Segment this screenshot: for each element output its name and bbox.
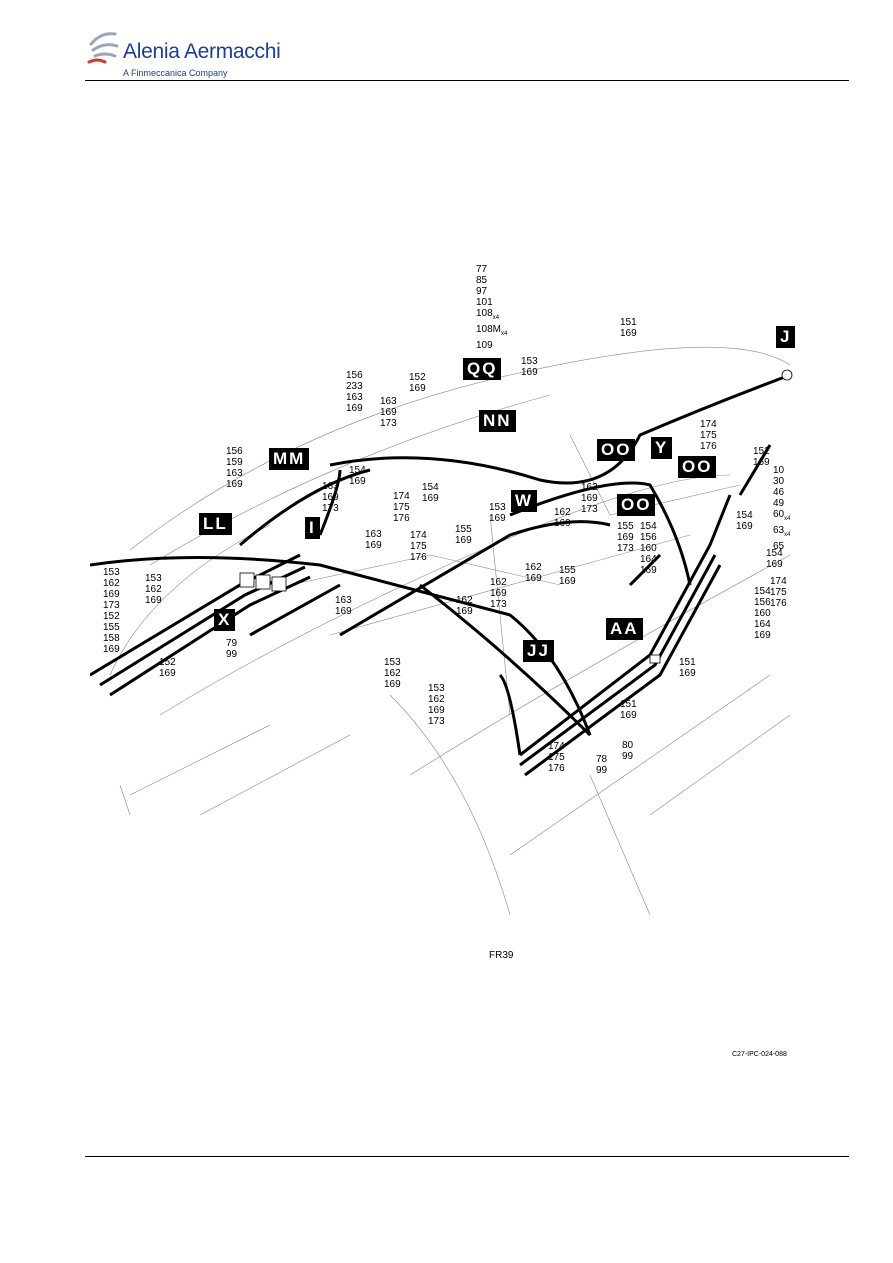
view-badge-w: W bbox=[511, 490, 538, 512]
view-badge-oo-2: OO bbox=[678, 456, 717, 478]
view-badge-nn: NN bbox=[479, 410, 516, 432]
view-badge-i: I bbox=[305, 517, 320, 539]
view-badge-oo-3: OO bbox=[617, 494, 656, 516]
company-logo: Alenia Aermacchi A Finmeccanica Company bbox=[85, 22, 285, 82]
view-badge-aa: AA bbox=[606, 618, 643, 640]
view-badge-y: Y bbox=[651, 437, 673, 459]
view-badge-x: X bbox=[214, 609, 236, 631]
frame-label: FR39 bbox=[489, 950, 514, 961]
view-badge-oo: OO bbox=[597, 439, 636, 461]
view-badge-jj: JJ bbox=[523, 640, 554, 662]
view-badge-j: J bbox=[776, 326, 796, 348]
harness-drawing bbox=[90, 346, 793, 916]
logo-mark-icon bbox=[87, 32, 119, 64]
company-name: Alenia Aermacchi bbox=[123, 40, 281, 63]
header-rule bbox=[85, 80, 849, 81]
view-badge-ll: LL bbox=[199, 513, 232, 535]
view-badge-mm: MM bbox=[269, 448, 310, 470]
view-badge-qq: QQ bbox=[463, 358, 502, 380]
footer-rule bbox=[85, 1156, 849, 1157]
figure-reference: C27-IPC-024-088 bbox=[732, 1051, 787, 1058]
company-subtitle: A Finmeccanica Company bbox=[123, 68, 228, 78]
